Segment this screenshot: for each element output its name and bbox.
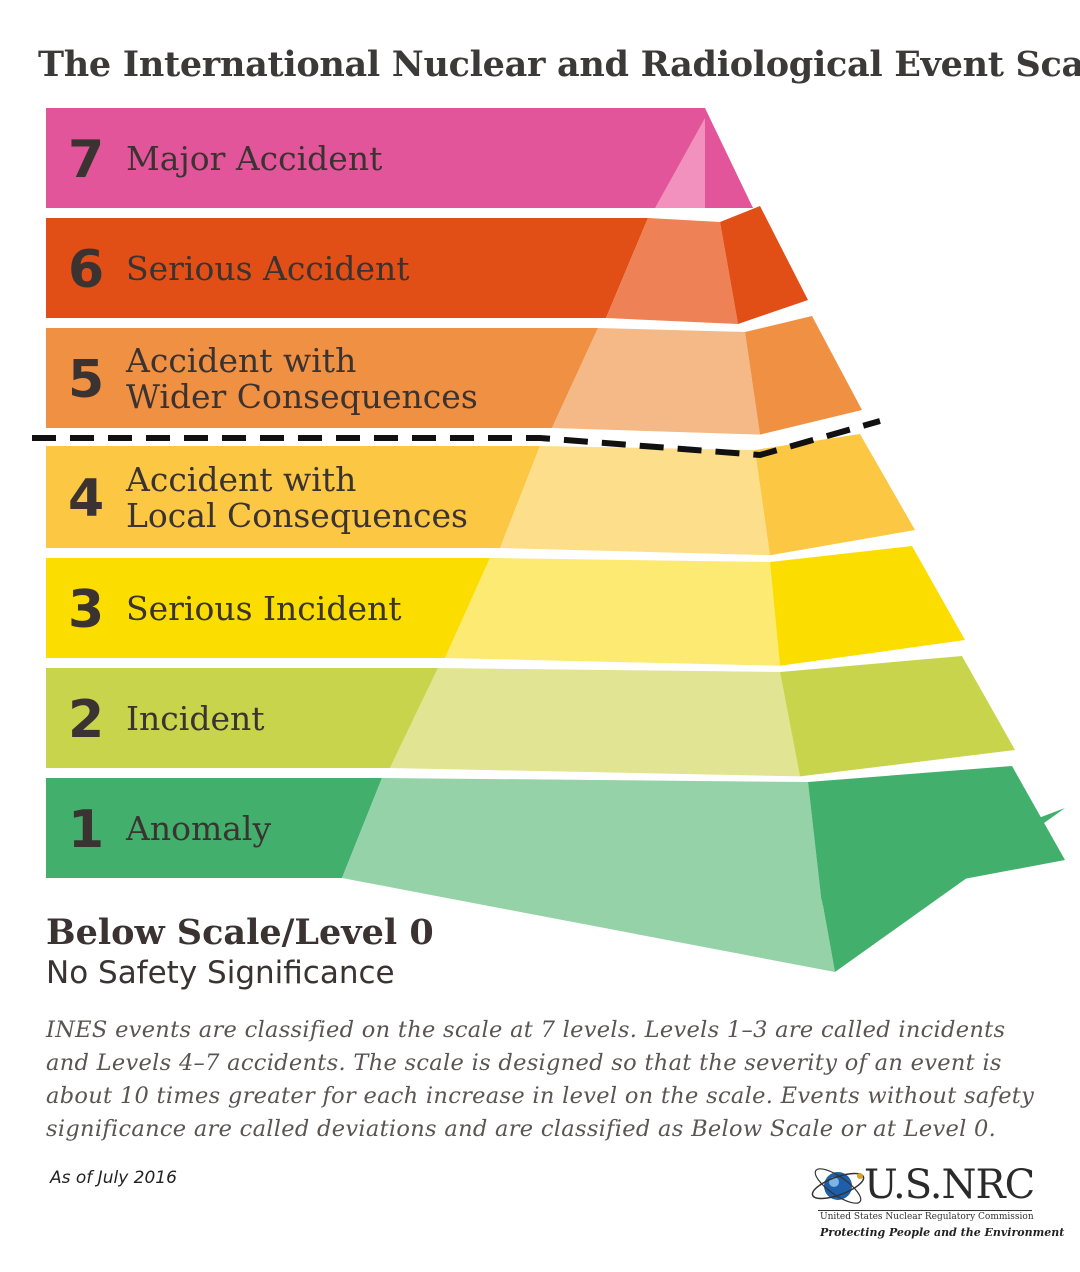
level-5-pyramid-face: [552, 328, 760, 435]
pyramid-base-side: [822, 808, 1065, 972]
level-7-number: 7: [68, 130, 104, 190]
level-7-pyramid-face: [655, 118, 705, 208]
level-2-label: Incident: [126, 699, 265, 738]
level-1-pyramid-face: [342, 778, 822, 906]
level-2-pyramid-face: [390, 668, 800, 777]
below-scale-title: Below Scale/Level 0: [46, 912, 434, 953]
level-3-label: Serious Incident: [126, 589, 402, 628]
logo-organization: United States Nuclear Regulatory Commiss…: [820, 1212, 1034, 1222]
level-7-label: Major Accident: [126, 139, 382, 178]
level-6-pyramid-side: [720, 206, 808, 324]
level-1-band: [46, 778, 382, 878]
level-4-label-line-1: Accident with: [125, 460, 356, 499]
pyramid-base-face: [342, 878, 835, 972]
incident-accident-divider: [32, 418, 881, 459]
level-5-label-line-2: Wider Consequences: [126, 377, 478, 416]
level-1-pyramid-side: [808, 766, 1065, 906]
level-5-pyramid-side: [745, 316, 862, 435]
logo-tagline: Protecting People and the Environment: [820, 1226, 1065, 1239]
logo-wordmark: U.S.NRC: [864, 1162, 1035, 1208]
as-of-date: As of July 2016: [50, 1168, 177, 1188]
atom-globe-icon: [811, 1168, 865, 1204]
level-3-number: 3: [68, 580, 104, 640]
level-2-number: 2: [68, 690, 104, 750]
level-3-pyramid-side: [770, 546, 965, 666]
level-4-number: 4: [68, 469, 104, 529]
level-4-band: [46, 446, 540, 548]
level-7-band: [46, 108, 753, 208]
level-6-pyramid-face: [606, 218, 738, 324]
level-5-number: 5: [68, 350, 104, 410]
level-6-number: 6: [68, 240, 104, 300]
level-4-pyramid-side: [755, 434, 915, 556]
level-3-pyramid-face: [445, 558, 780, 666]
page-title: The International Nuclear and Radiologic…: [38, 44, 1080, 85]
level-5-band: [46, 328, 598, 428]
level-6-band: [46, 218, 648, 318]
level-3-band: [46, 558, 490, 658]
level-2-pyramid-side: [780, 656, 1015, 777]
level-1-label: Anomaly: [125, 809, 271, 848]
description-text: INES events are classified on the scale …: [46, 1017, 1035, 1142]
below-scale-subtitle: No Safety Significance: [46, 955, 395, 991]
level-6-label: Serious Accident: [126, 249, 410, 288]
level-4-label-line-2: Local Consequences: [126, 496, 468, 535]
nrc-logo: U.S.NRC United States Nuclear Regulatory…: [808, 1158, 1065, 1248]
level-1-number: 1: [68, 800, 104, 860]
level-7-pyramid-side: [705, 118, 753, 208]
level-5-label-line-1: Accident with: [125, 341, 356, 380]
level-4-pyramid-face: [500, 446, 770, 556]
level-2-band: [46, 668, 438, 768]
logo-divider: [818, 1210, 1032, 1211]
